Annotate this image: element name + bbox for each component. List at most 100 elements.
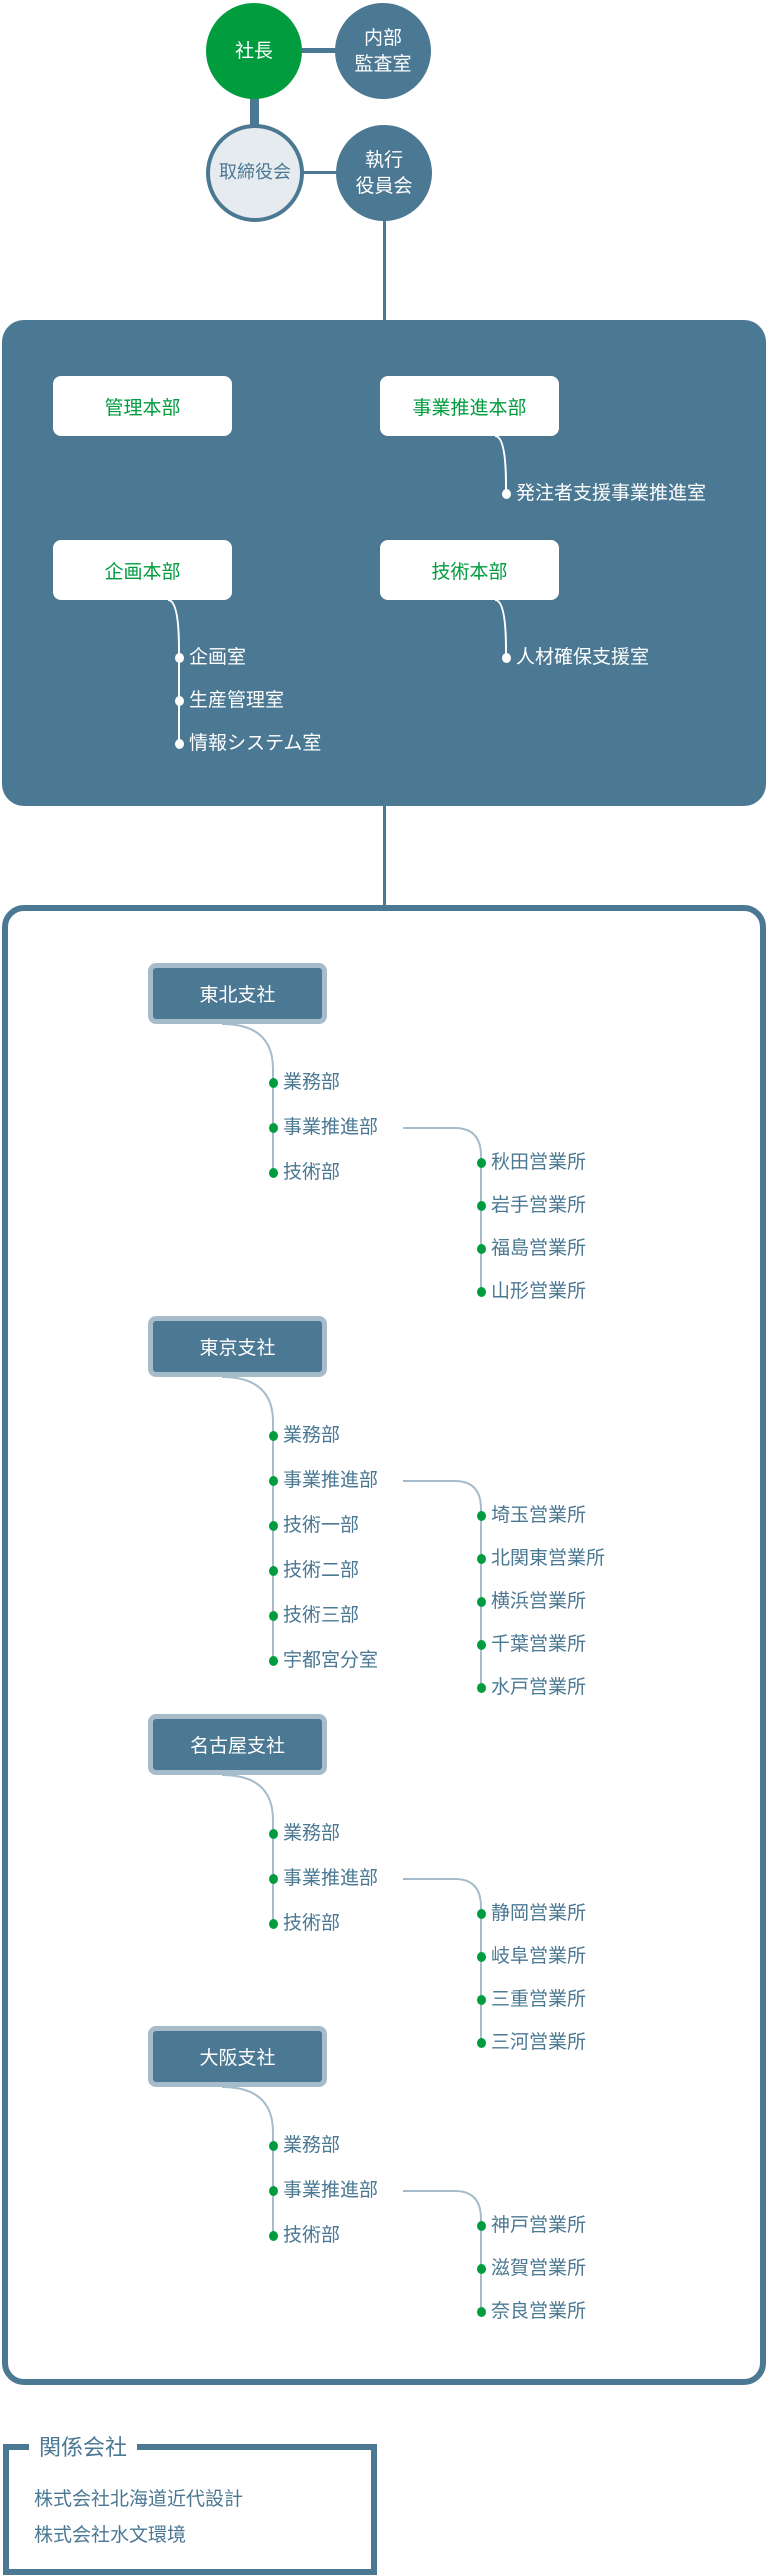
department-label: 技術二部	[283, 1559, 360, 1581]
hq-office-label: 人材確保支援室	[516, 646, 650, 668]
hq-division-card: 技術本部	[380, 540, 559, 600]
dept-connector-line	[221, 2086, 274, 2236]
bullet-icon	[476, 1201, 486, 1211]
bullet-icon	[174, 696, 184, 706]
sales-office-label: 奈良営業所	[491, 2300, 587, 2322]
bullet-icon	[268, 1476, 278, 1486]
bullet-icon	[268, 1611, 278, 1621]
bullet-icon	[476, 2221, 486, 2231]
hq-connector-line	[167, 599, 180, 744]
connector-president-board	[250, 96, 259, 126]
sales-office-label: 岩手営業所	[491, 1194, 587, 1216]
bullet-icon	[476, 2038, 486, 2048]
sales-office-label: 北関東営業所	[491, 1547, 606, 1569]
headquarters-panel: 管理本部事業推進本部発注者支援事業推進室企画本部企画室生産管理室情報システム室技…	[2, 320, 766, 806]
department-label: 業務部	[283, 1071, 341, 1093]
sales-office-label: 神戸営業所	[491, 2214, 587, 2236]
department-label: 技術三部	[283, 1604, 360, 1626]
sales-office-label: 福島営業所	[491, 1237, 587, 1259]
bullet-icon	[268, 2231, 278, 2241]
bullet-icon	[476, 1554, 486, 1564]
hq-connector-line	[494, 599, 507, 658]
sales-office-label: 千葉営業所	[491, 1633, 587, 1655]
department-label: 業務部	[283, 1822, 341, 1844]
bullet-icon	[268, 2186, 278, 2196]
sales-office-label: 三重営業所	[491, 1988, 587, 2010]
bullet-icon	[476, 1909, 486, 1919]
sales-office-label: 秋田営業所	[491, 1151, 587, 1173]
hq-connectors	[167, 435, 507, 744]
board-node: 取締役会	[206, 124, 304, 222]
connector-executive-hq	[383, 215, 386, 321]
department-label: 技術部	[283, 1912, 341, 1934]
department-label: 業務部	[283, 2134, 341, 2156]
dept-connector-line	[221, 1774, 274, 1924]
sales-office-label: 岐阜営業所	[491, 1945, 587, 1967]
department-label: 事業推進部	[283, 2179, 379, 2201]
department-label: 事業推進部	[283, 1469, 379, 1491]
hq-division-card: 事業推進本部	[380, 376, 559, 436]
related-companies-box: 関係会社 株式会社北海道近代設計 株式会社水文環境	[3, 2430, 377, 2575]
connector-board-executive	[300, 171, 340, 174]
bullet-icon	[268, 1874, 278, 1884]
bullet-icon	[476, 1597, 486, 1607]
office-connector-line	[403, 2190, 482, 2312]
office-connector-line	[403, 1878, 482, 2043]
bullet-icon	[501, 653, 511, 663]
sales-office-label: 埼玉営業所	[491, 1504, 587, 1526]
hq-division-card: 管理本部	[53, 376, 232, 436]
department-label: 技術部	[283, 2224, 341, 2246]
bullet-icon	[268, 2141, 278, 2151]
bullet-icon	[268, 1919, 278, 1929]
president-node: 社長	[206, 3, 302, 99]
hq-division-card: 企画本部	[53, 540, 232, 600]
bullet-icon	[476, 2307, 486, 2317]
bullet-icon	[268, 1431, 278, 1441]
internal-audit-node: 内部 監査室	[335, 3, 431, 99]
bullet-icon	[476, 1244, 486, 1254]
sales-office-label: 横浜営業所	[491, 1590, 587, 1612]
department-label: 宇都宮分室	[283, 1649, 379, 1671]
branch-card: 大阪支社	[148, 2026, 327, 2087]
sales-office-label: 山形営業所	[491, 1280, 587, 1302]
bullet-icon	[476, 1640, 486, 1650]
bullet-icon	[476, 2264, 486, 2274]
sales-office-label: 三河営業所	[491, 2031, 587, 2053]
hq-office-label: 発注者支援事業推進室	[516, 482, 707, 504]
bullet-icon	[268, 1521, 278, 1531]
bullet-icon	[268, 1656, 278, 1666]
hq-office-label: 企画室	[189, 646, 247, 668]
related-company: 株式会社北海道近代設計	[34, 2488, 244, 2510]
branch-card: 東京支社	[148, 1316, 327, 1377]
bullet-icon	[476, 1995, 486, 2005]
branch-card: 名古屋支社	[148, 1714, 327, 1775]
bullet-icon	[268, 1829, 278, 1839]
sales-office-label: 水戸営業所	[491, 1676, 587, 1698]
bullet-icon	[476, 1952, 486, 1962]
connector-president-audit	[300, 48, 340, 53]
bullet-icon	[174, 739, 184, 749]
dept-connector-line	[221, 1376, 274, 1661]
related-companies-title: 関係会社	[29, 2430, 138, 2462]
branch-card: 東北支社	[148, 963, 327, 1024]
sales-office-label: 滋賀営業所	[491, 2257, 587, 2279]
bullet-icon	[174, 653, 184, 663]
bullet-icon	[476, 1511, 486, 1521]
bullet-icon	[268, 1566, 278, 1576]
bullet-icon	[268, 1078, 278, 1088]
department-label: 事業推進部	[283, 1867, 379, 1889]
office-connector-line	[403, 1127, 482, 1292]
hq-office-label: 情報システム室	[189, 732, 322, 754]
bullet-icon	[476, 1683, 486, 1693]
related-company: 株式会社水文環境	[34, 2524, 187, 2546]
branch-connectors	[221, 1023, 482, 2312]
executive-node: 執行 役員会	[336, 125, 432, 221]
dept-connector-line	[221, 1023, 274, 1173]
branches-panel: 東北支社業務部事業推進部技術部秋田営業所岩手営業所福島営業所山形営業所東京支社業…	[2, 905, 766, 2385]
connector-hq-branches	[383, 806, 386, 906]
department-label: 技術一部	[283, 1514, 360, 1536]
bullet-icon	[501, 489, 511, 499]
hq-connector-line	[494, 435, 507, 494]
bullet-icon	[476, 1158, 486, 1168]
department-label: 技術部	[283, 1161, 341, 1183]
